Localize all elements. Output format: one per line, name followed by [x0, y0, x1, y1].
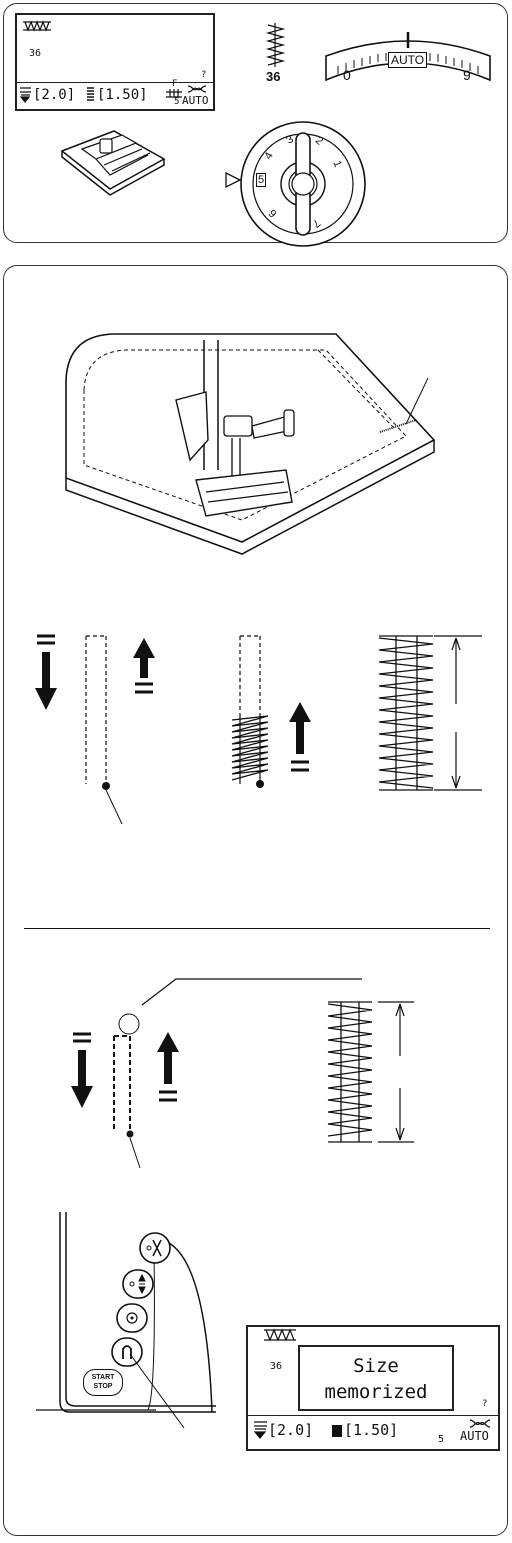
- zigzag-stitch-icon: [265, 23, 286, 67]
- foot-number-2: 5: [438, 1434, 445, 1445]
- fabric-sewing-illustration: [65, 333, 436, 555]
- settings-lcd-display: 36 ? [2.0] [1.50] F 5 AUTO: [15, 13, 215, 111]
- up-arrow-icon-2: [289, 702, 311, 772]
- stitch-length-icon: [87, 87, 94, 101]
- stitch-width-icon: [19, 87, 31, 103]
- needle-up-down-button[interactable]: [122, 1269, 154, 1299]
- zigzag-pattern-icon: [23, 20, 51, 32]
- down-arrow-icon: [35, 634, 57, 710]
- buttonhole-length-indicator: [434, 635, 482, 791]
- thread-cutter-button[interactable]: [139, 1232, 171, 1264]
- up-arrow-icon: [133, 638, 155, 694]
- foot-letter: F: [172, 79, 178, 89]
- tension-mode: AUTO: [182, 94, 209, 107]
- memorized-buttonhole-diagram: [327, 1001, 373, 1143]
- memorized-lcd-display: 36 ? [2.0] [1.50] 5 AUTO Size memorized: [246, 1325, 500, 1451]
- lcd-divider-2: [248, 1415, 498, 1416]
- pressure-dial: [240, 121, 366, 247]
- start-label: START: [91, 1374, 115, 1381]
- reverse-button[interactable]: [111, 1337, 143, 1367]
- start-stop-button[interactable]: START STOP: [83, 1369, 123, 1396]
- reverse-button-leader: [129, 1353, 185, 1429]
- tension-min-label: 0: [343, 67, 351, 83]
- machine-head-outline: [36, 1212, 216, 1413]
- full-buttonhole-diagram: [378, 635, 434, 791]
- message-line-1: Size: [353, 1355, 399, 1377]
- thread-tension-icon: [187, 85, 207, 93]
- lcd-divider: [17, 82, 213, 83]
- memorized-outline: [113, 1013, 141, 1169]
- memorized-length-indicator: [378, 1001, 414, 1143]
- message-line-2: memorized: [324, 1381, 428, 1403]
- zigzag-foot-illustration: [60, 130, 166, 196]
- pattern-number: 36: [29, 48, 42, 59]
- auto-lock-button[interactable]: [116, 1303, 148, 1333]
- leader-line: [141, 978, 362, 1006]
- size-memorized-message: Size memorized: [298, 1345, 454, 1411]
- pattern-number-2: 36: [270, 1361, 283, 1372]
- stitch-pattern-number: 36: [266, 69, 281, 84]
- stop-label: STOP: [93, 1383, 113, 1390]
- presser-foot-icon: [166, 89, 182, 98]
- help-mark: ?: [201, 70, 207, 80]
- dial-pointer-icon: [225, 171, 242, 189]
- foot-number: 5: [174, 97, 180, 107]
- stitch-length-value: [1.50]: [97, 87, 148, 103]
- tension-mode-2: AUTO: [460, 1429, 489, 1443]
- partial-buttonhole-diagram: [231, 635, 269, 788]
- down-arrow-icon-3: [71, 1032, 93, 1108]
- stitch-width-icon-2: [253, 1421, 267, 1439]
- dial-selected-number: 5: [256, 173, 267, 187]
- stitch-length-icon-2: [332, 1425, 342, 1437]
- stitch-width-value: [2.0]: [33, 87, 76, 103]
- stitch-width-value-2: [2.0]: [268, 1421, 314, 1439]
- tension-auto-label: AUTO: [388, 52, 428, 68]
- zigzag-pattern-icon-2: [264, 1328, 296, 1342]
- up-arrow-icon-3: [157, 1032, 179, 1102]
- tension-max-label: 9: [463, 67, 471, 83]
- thread-tension-icon-2: [469, 1419, 491, 1428]
- help-mark-2: ?: [482, 1399, 488, 1409]
- section-divider: [24, 928, 490, 929]
- stitch-length-value-2: [1.50]: [344, 1421, 399, 1439]
- dashed-stitch-outline: [85, 635, 123, 825]
